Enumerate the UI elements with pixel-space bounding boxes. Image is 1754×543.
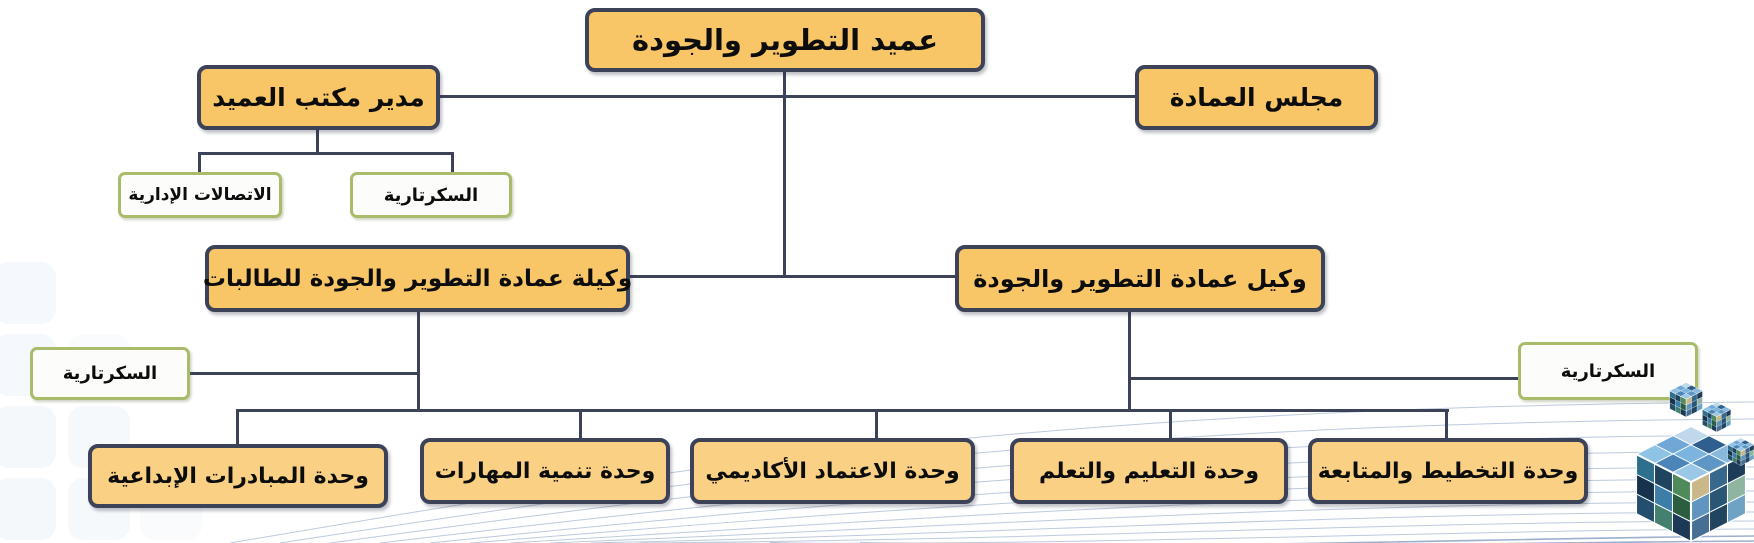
node-secretariat-male-side: السكرتارية [1518, 342, 1698, 400]
connector-vice-male-drop [1128, 312, 1131, 412]
node-dean: عميد التطوير والجودة [585, 8, 985, 72]
connector-comms-drop [198, 152, 201, 174]
node-deanship-council: مجلس العمادة [1135, 65, 1378, 130]
connector-mid-rail [630, 275, 955, 278]
connector-bottom-rail [236, 409, 1449, 412]
node-unit-teaching-learning: وحدة التعليم والتعلم [1010, 438, 1288, 504]
node-vice-dean-male: وكيل عمادة التطوير والجودة [955, 245, 1325, 312]
connector-vice-female-drop [417, 312, 420, 412]
node-secretariat-female-side: السكرتارية [30, 347, 190, 400]
connector-unit3-drop [875, 411, 878, 438]
connector-office-rail [198, 152, 454, 155]
connector-secretariat-right [1130, 377, 1520, 380]
background-square [0, 406, 56, 468]
cube-collage-graphic [1636, 382, 1754, 542]
connector-dean-vertical [783, 72, 786, 277]
node-admin-communications: الاتصالات الإدارية [118, 172, 282, 218]
node-vice-dean-female: وكيلة عمادة التطوير والجودة للطالبات [203, 245, 632, 312]
connector-unit2-drop [579, 411, 582, 438]
node-unit-planning-followup: وحدة التخطيط والمتابعة [1308, 438, 1588, 504]
background-square [0, 478, 56, 540]
node-office-secretariat: السكرتارية [350, 172, 512, 218]
connector-office-sec-drop [451, 152, 454, 174]
connector-office-drop [316, 130, 319, 154]
connector-top-rail [440, 95, 1137, 98]
node-unit-skills-development: وحدة تنمية المهارات [420, 438, 670, 504]
background-square [0, 262, 56, 324]
connector-unit5-drop [1445, 411, 1448, 438]
connector-secretariat-left [190, 372, 420, 375]
connector-unit1-drop [236, 411, 239, 444]
node-office-director: مدير مكتب العميد [197, 65, 440, 130]
node-unit-academic-accreditation: وحدة الاعتماد الأكاديمي [690, 438, 975, 504]
connector-unit4-drop [1169, 411, 1172, 438]
node-unit-creative-initiatives: وحدة المبادرات الإبداعية [88, 444, 388, 508]
